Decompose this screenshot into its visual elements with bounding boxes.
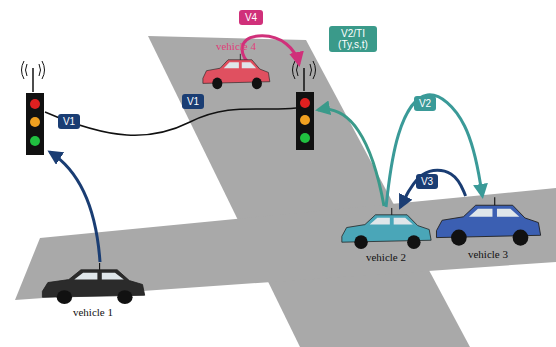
vehicle: vehicle 2 <box>338 207 434 264</box>
v2v-arrow <box>400 170 465 207</box>
v2i-arrow <box>50 152 100 262</box>
message-tag: V2 <box>414 96 436 111</box>
v2v-arrow <box>386 95 482 207</box>
signal-lamp <box>30 99 40 109</box>
message-tag: V2/TI (Ty,s,t) <box>329 26 377 52</box>
vehicle-label: vehicle 2 <box>366 251 406 264</box>
message-tag: V1 <box>58 114 80 129</box>
car-wheel <box>407 235 420 249</box>
vehicle-label: vehicle 4 <box>216 40 256 53</box>
v2i-arrow <box>318 109 384 206</box>
signal-lamp <box>300 133 310 143</box>
message-tag: V1 <box>182 94 204 109</box>
traffic-light <box>26 93 44 155</box>
car-window <box>224 62 256 68</box>
car-window <box>74 273 124 280</box>
vehicle-label: vehicle 3 <box>468 248 508 261</box>
car-wheel <box>57 290 72 304</box>
car-wheel <box>513 230 529 246</box>
signal-lamp <box>30 117 40 127</box>
antenna-waves <box>293 61 316 79</box>
vehicle: vehicle 4 <box>200 40 272 91</box>
car-window <box>370 218 413 225</box>
car-wheel <box>451 230 467 246</box>
road <box>148 36 470 347</box>
i2i-link <box>45 108 296 135</box>
antenna <box>391 208 392 215</box>
car-shape <box>432 196 544 248</box>
antenna <box>303 68 305 91</box>
antenna <box>240 54 241 60</box>
signal-lamp <box>300 98 310 108</box>
message-tag: V3 <box>416 174 438 189</box>
antenna-waves <box>22 61 45 79</box>
traffic-light <box>296 92 314 150</box>
car-wheel <box>212 77 222 89</box>
signal-lamp <box>300 115 310 125</box>
car-window <box>469 209 519 217</box>
vehicle: vehicle 1 <box>38 262 148 319</box>
antenna <box>99 263 100 270</box>
antenna <box>32 68 34 92</box>
car-wheel <box>252 77 262 89</box>
road <box>15 188 556 300</box>
car-shape <box>38 262 148 306</box>
message-tag: V4 <box>239 10 263 25</box>
car-wheel <box>354 235 367 249</box>
antenna <box>494 197 495 205</box>
vehicle: vehicle 3 <box>432 196 544 261</box>
car-wheel <box>117 290 132 304</box>
signal-lamp <box>30 136 40 146</box>
car-shape <box>200 53 272 91</box>
vehicle-label: vehicle 1 <box>73 306 113 319</box>
car-shape <box>338 207 434 251</box>
